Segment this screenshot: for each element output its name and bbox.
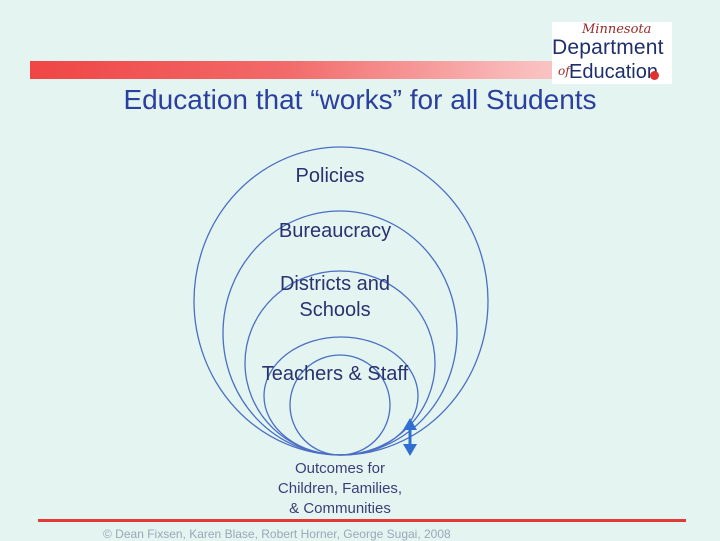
copyright-text: © Dean Fixsen, Karen Blase, Robert Horne… bbox=[103, 527, 451, 541]
label-bureaucracy: Bureaucracy bbox=[278, 220, 392, 242]
ring-bureaucracy bbox=[222, 210, 458, 456]
footer-accent-line bbox=[38, 519, 686, 522]
ring-outcomes bbox=[289, 354, 391, 456]
logo-department-text: Department bbox=[552, 36, 664, 59]
label-outcomes: Outcomes for Children, Families, & Commu… bbox=[277, 460, 403, 517]
logo-script-text: Minnesota bbox=[582, 22, 652, 37]
up-down-arrow-icon bbox=[403, 418, 417, 456]
mde-logo: Minnesota Department of Education bbox=[552, 22, 672, 84]
slide-title: Education that “works” for all Students bbox=[123, 84, 597, 115]
label-policies: Policies bbox=[295, 165, 365, 187]
apple-icon bbox=[650, 71, 659, 80]
label-teachers-staff: Teachers & Staff bbox=[261, 363, 409, 385]
logo-of-text: of bbox=[558, 64, 570, 78]
logo-education-text: Education bbox=[569, 61, 658, 83]
label-districts-schools: Districts and Schools bbox=[279, 273, 391, 321]
header-accent-bar bbox=[30, 61, 670, 79]
